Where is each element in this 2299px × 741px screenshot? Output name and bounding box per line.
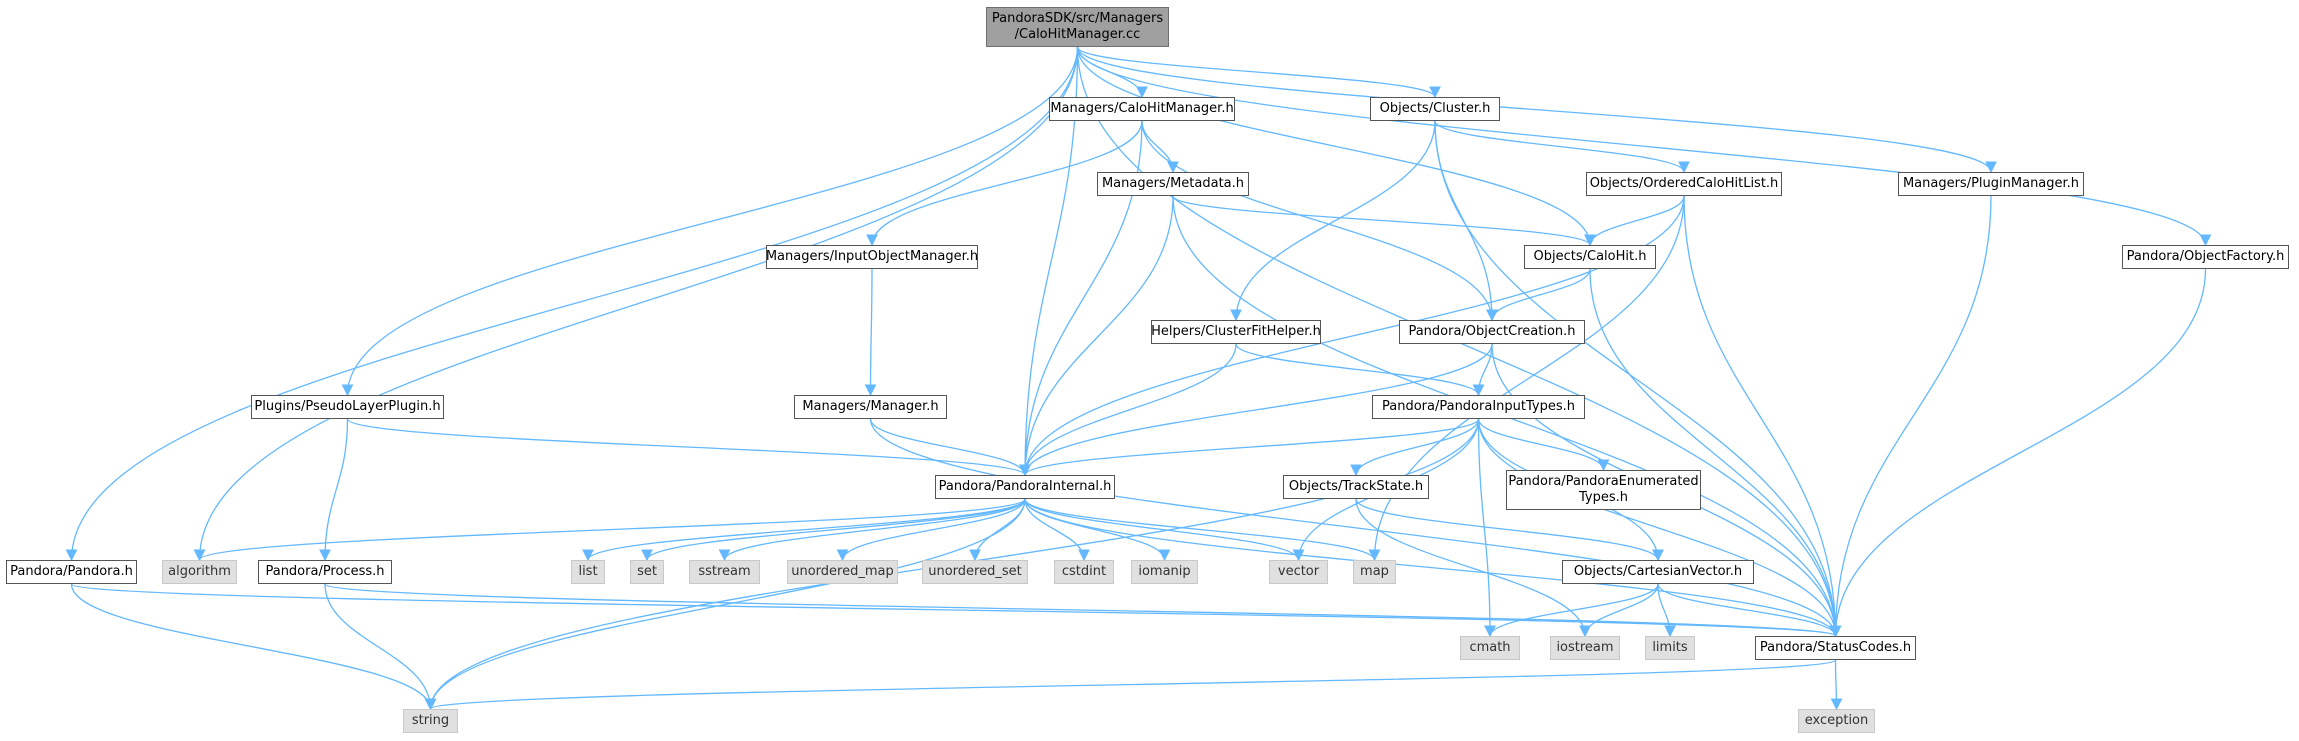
edge-m_pluginmanager_h-to-p_statuscodes_h: [1829, 195, 1992, 638]
node-managers-inputobjectmanager-h[interactable]: Managers/InputObjectManager.h: [766, 245, 978, 269]
node-objects-cartesianvector-h[interactable]: Objects/CartesianVector.h: [1562, 560, 1754, 584]
node-pandora-pandorainputtypes-h[interactable]: Pandora/PandoraInputTypes.h: [1372, 395, 1585, 419]
node-algorithm: algorithm: [162, 560, 237, 584]
edge-o_cluster_h-to-h_clusterfithelper_h: [1230, 120, 1436, 322]
edge-m_manager_h-to-p_statuscodes_h: [869, 418, 1842, 638]
node-plugins-pseudolayerplugin-h[interactable]: Plugins/PseudoLayerPlugin.h: [251, 395, 444, 419]
node-string: string: [403, 709, 458, 733]
node-objects-trackstate-h[interactable]: Objects/TrackState.h: [1283, 475, 1429, 499]
edge-m_metadata_h-to-p_pandorainternal_h: [1019, 195, 1174, 477]
edge-root-to-pl_pseudolayerplugin_h: [341, 46, 1079, 397]
node-pandora-objectfactory-h[interactable]: Pandora/ObjectFactory.h: [2122, 245, 2289, 269]
node-managers-pluginmanager-h[interactable]: Managers/PluginManager.h: [1898, 172, 2084, 196]
edge-o_cartesianvector_h-to-limits: [1657, 583, 1676, 638]
node-helpers-clusterfithelper-h[interactable]: Helpers/ClusterFitHelper.h: [1151, 320, 1321, 344]
node-exception: exception: [1798, 709, 1875, 733]
edge-root-to-o_cluster_h: [1076, 46, 1441, 99]
edge-p_pandorainputtypes_h-to-p_statuscodes_h: [1477, 418, 1842, 638]
node-objects-orderedcalohitlist-h[interactable]: Objects/OrderedCaloHitList.h: [1586, 172, 1782, 196]
edge-m_inputobjectmanager_h-to-m_manager_h: [864, 268, 877, 397]
edge-o_calohit_h-to-p_objectcreation_h: [1486, 268, 1591, 322]
edge-m_calohitmanager_h-to-m_inputobjectmanager_h: [866, 120, 1143, 247]
node-pandora-pandoraenumeratedtypes-h[interactable]: Pandora/PandoraEnumerated Types.h: [1506, 470, 1701, 510]
node-pandora-statuscodes-h[interactable]: Pandora/StatusCodes.h: [1755, 636, 1916, 660]
node-cstdint: cstdint: [1054, 560, 1114, 584]
node-iomanip: iomanip: [1131, 560, 1198, 584]
edge-p_pandorainternal_h-to-cstdint: [1024, 498, 1090, 562]
edge-h_clusterfithelper_h-to-p_pandorainputtypes_h: [1235, 343, 1485, 397]
edge-p_pandorainternal_h-to-sstream: [718, 498, 1026, 562]
node-objects-calohit-h[interactable]: Objects/CaloHit.h: [1524, 245, 1656, 269]
edge-p_statuscodes_h-to-string: [425, 659, 1837, 711]
node-iostream: iostream: [1550, 636, 1620, 660]
edge-p_pandorainternal_h-to-set: [641, 498, 1026, 562]
edge-o_calohit_h-to-p_statuscodes_h: [1589, 268, 1842, 638]
edge-pl_pseudolayerplugin_h-to-p_pandorainternal_h: [346, 418, 1031, 477]
edge-p_pandorainternal_h-to-vector: [1024, 498, 1305, 562]
node-map: map: [1353, 560, 1396, 584]
edge-p_pandorainternal_h-to-unordered_map: [836, 498, 1026, 562]
edge-o_orderedcalohitlist_h-to-p_statuscodes_h: [1683, 195, 1842, 638]
edge-p_pandorainternal_h-to-map: [1024, 498, 1381, 562]
edge-o_cartesianvector_h-to-iostream: [1579, 583, 1659, 638]
edge-o_cartesianvector_h-to-cmath: [1484, 583, 1659, 638]
edge-p_pandorainputtypes_h-to-o_trackstate_h: [1350, 418, 1480, 477]
edge-root-to-algorithm: [193, 46, 1079, 562]
edge-p_pandora_h-to-string: [70, 583, 437, 711]
edge-pl_pseudolayerplugin_h-to-p_process_h: [319, 418, 349, 562]
edge-o_trackstate_h-to-iostream: [1355, 498, 1591, 638]
edge-p_pandora_h-to-p_statuscodes_h: [70, 583, 1841, 638]
edge-p_pandorainternal_h-to-algorithm: [193, 498, 1026, 562]
edge-o_cartesianvector_h-to-p_statuscodes_h: [1657, 583, 1842, 638]
edge-p_process_h-to-p_statuscodes_h: [324, 583, 1841, 638]
edge-p_process_h-to-string: [324, 583, 437, 711]
node-managers-calohitmanager-h[interactable]: Managers/CaloHitManager.h: [1049, 97, 1235, 121]
node-vector: vector: [1269, 560, 1328, 584]
node-unordered-set: unordered_set: [922, 560, 1028, 584]
node-unordered-map: unordered_map: [787, 560, 898, 584]
edge-m_manager_h-to-p_pandorainternal_h: [869, 418, 1031, 477]
edge-p_pandorainternal_h-to-list: [582, 498, 1026, 562]
edge-p_pandorainternal_h-to-iomanip: [1024, 498, 1171, 562]
node-pandora-pandora-h[interactable]: Pandora/Pandora.h: [6, 560, 137, 584]
edge-m_calohitmanager_h-to-p_objectcreation_h: [1141, 120, 1498, 322]
node-objects-cluster-h[interactable]: Objects/Cluster.h: [1370, 97, 1500, 121]
edge-root-to-m_pluginmanager_h: [1076, 46, 1997, 174]
node-managers-metadata-h[interactable]: Managers/Metadata.h: [1097, 172, 1249, 196]
node-limits: limits: [1645, 636, 1695, 660]
edge-o_orderedcalohitlist_h-to-o_calohit_h: [1584, 195, 1685, 247]
edge-p_pandorainputtypes_h-to-p_pandorainternal_h: [1019, 418, 1480, 477]
edge-o_orderedcalohitlist_h-to-p_pandorainternal_h: [1019, 195, 1685, 477]
node-set: set: [630, 560, 664, 584]
edge-root-to-p_objectfactory_h: [1076, 46, 2212, 247]
node-pandora-objectcreation-h[interactable]: Pandora/ObjectCreation.h: [1399, 320, 1585, 344]
edge-o_trackstate_h-to-o_cartesianvector_h: [1355, 498, 1664, 562]
edge-root-to-p_pandora_h: [65, 46, 1079, 562]
node-pandora-pandorainternal-h[interactable]: Pandora/PandoraInternal.h: [935, 475, 1115, 499]
edge-h_clusterfithelper_h-to-p_pandorainternal_h: [1019, 343, 1237, 477]
edge-p_pandorainternal_h-to-p_statuscodes_h: [1024, 498, 1842, 638]
edge-m_calohitmanager_h-to-m_metadata_h: [1141, 120, 1179, 174]
edge-o_cluster_h-to-p_statuscodes_h: [1434, 120, 1842, 638]
node-list: list: [571, 560, 605, 584]
node-cmath: cmath: [1460, 636, 1520, 660]
node-sstream: sstream: [689, 560, 760, 584]
node-managers-manager-h[interactable]: Managers/Manager.h: [794, 395, 947, 419]
edge-p_statuscodes_h-to-exception: [1830, 659, 1843, 711]
edge-m_metadata_h-to-o_calohit_h: [1172, 195, 1596, 247]
edge-p_pandorainternal_h-to-string: [424, 498, 1026, 711]
edge-p_objectcreation_h-to-p_pandorainternal_h: [1019, 343, 1493, 477]
edge-p_objectfactory_h-to-p_statuscodes_h: [1829, 268, 2207, 638]
node-root-calohitmanager-cc: PandoraSDK/src/Managers /CaloHitManager.…: [986, 7, 1169, 47]
edge-o_cluster_h-to-o_orderedcalohitlist_h: [1434, 120, 1690, 174]
edge-root-to-o_calohit_h: [1076, 46, 1596, 247]
edge-p_pandorainputtypes_h-to-p_pandoraenumeratedtypes_h: [1477, 418, 1610, 472]
node-pandora-process-h[interactable]: Pandora/Process.h: [258, 560, 392, 584]
